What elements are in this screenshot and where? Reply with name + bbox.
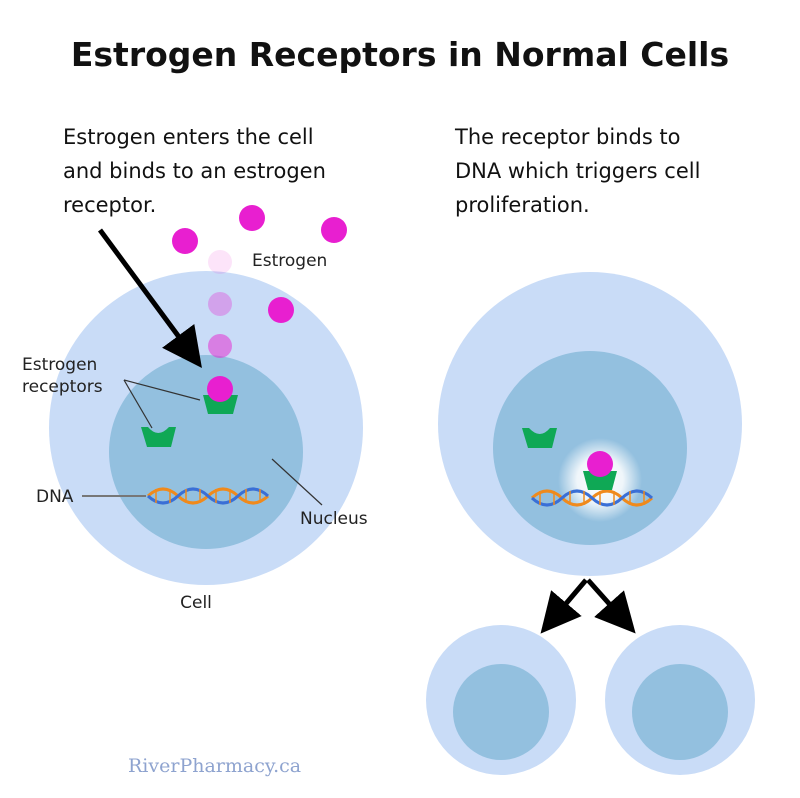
left-caption-line-2: and binds to an estrogen <box>63 159 326 183</box>
right-caption-line-1: The receptor binds to <box>454 125 681 149</box>
receptors-label-line-1: Estrogen <box>22 355 97 375</box>
dna-helix-icon <box>146 487 270 505</box>
daughter-cell-right-nucleus <box>632 664 728 760</box>
bound-receptor <box>203 376 238 414</box>
page-title: Estrogen Receptors in Normal Cells <box>71 35 729 74</box>
receptor-pointer-line <box>123 379 201 401</box>
estrogen-receptor-icon <box>203 395 238 414</box>
receptors-label-line-2: receptors <box>22 377 103 397</box>
right-caption-line-2: DNA which triggers cell <box>455 159 700 183</box>
watermark: RiverPharmacy.ca <box>128 755 301 777</box>
estrogen-molecule-icon <box>268 297 294 323</box>
nucleus-pointer-line <box>271 458 323 506</box>
estrogen-molecule-icon <box>239 205 265 231</box>
daughter-cell-left-nucleus <box>453 664 549 760</box>
estrogen-trail-icon <box>208 292 232 316</box>
estrogen-receptor-icon <box>522 428 557 448</box>
estrogen-trail-icon <box>208 250 232 274</box>
estrogen-trail-icon <box>208 334 232 358</box>
left-caption-line-1: Estrogen enters the cell <box>63 125 314 149</box>
entry-arrow-icon <box>97 228 202 369</box>
estrogen-receptor-icon <box>141 427 176 447</box>
left-caption: Estrogen enters the cell and binds to an… <box>63 125 326 217</box>
cell-label: Cell <box>180 593 212 613</box>
dna-bound-receptor <box>583 451 617 490</box>
estrogen-molecule-icon <box>321 217 347 243</box>
dna-label: DNA <box>36 487 74 507</box>
left-caption-line-3: receptor. <box>63 193 156 217</box>
division-arrow-right-icon <box>586 578 636 634</box>
estrogen-label: Estrogen <box>252 251 327 271</box>
division-arrow-left-icon <box>540 578 588 634</box>
dna-helix-icon <box>530 489 654 507</box>
receptor-pointer-line <box>123 379 153 429</box>
right-caption: The receptor binds to DNA which triggers… <box>454 125 700 217</box>
daughter-cell-left <box>426 625 576 775</box>
estrogen-molecule-icon <box>172 228 198 254</box>
nucleus-label: Nucleus <box>300 509 368 529</box>
estrogen-molecules <box>172 205 347 358</box>
daughter-cell-right <box>605 625 755 775</box>
right-caption-line-3: proliferation. <box>455 193 590 217</box>
estrogen-molecule-icon <box>587 451 613 477</box>
estrogen-receptor-icon <box>583 471 617 490</box>
estrogen-molecule-icon <box>207 376 233 402</box>
